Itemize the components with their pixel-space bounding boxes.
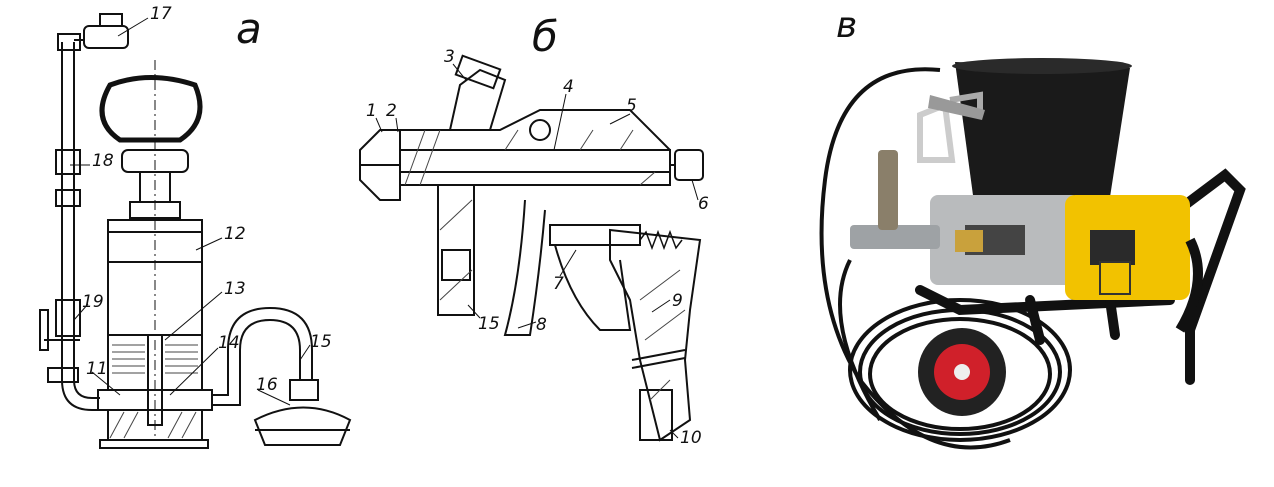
callout-18: 18: [92, 151, 114, 171]
sprayer-unit-illustration: [819, 58, 1246, 450]
power-cable: [1175, 237, 1203, 333]
panel-a-hand-pump-drawing: а 17 18 12 13 14 15 19 11 16: [0, 0, 400, 487]
hopper-bucket: [955, 62, 1130, 210]
callout-16: 16: [256, 375, 278, 395]
motor-switch-box: [1090, 230, 1135, 265]
callout-3: 3: [444, 47, 455, 67]
hose-coil: [819, 67, 1072, 450]
cart-frame: [915, 168, 1246, 385]
callout-10: 10: [680, 428, 702, 448]
callout-9: 9: [672, 291, 683, 311]
panel-c-sprayer-photo: в: [770, 0, 1274, 487]
pressure-valve: [878, 150, 898, 230]
panel-a-label: а: [236, 4, 262, 53]
callout-4: 4: [563, 77, 574, 97]
callout-15b: 15: [478, 314, 500, 334]
callout-11: 11: [86, 359, 108, 379]
callout-15: 15: [310, 332, 332, 352]
panel-b-label: б: [532, 12, 558, 61]
callout-17: 17: [150, 4, 172, 24]
hand-pump-drawing: [39, 13, 352, 449]
outlet-manifold: [850, 225, 940, 249]
panel-b-spray-gun-drawing: б 3 4 5 1 2 6 7 15 8 9 10: [340, 0, 760, 487]
panel-c-label: в: [836, 5, 858, 46]
brass-fitting: [955, 230, 983, 252]
callout-19: 19: [82, 292, 104, 312]
spray-gun-drawing: [359, 54, 704, 442]
callout-2: 2: [386, 101, 397, 121]
callout-6: 6: [698, 194, 709, 214]
callout-14: 14: [218, 333, 240, 353]
callout-7: 7: [553, 274, 564, 294]
callout-12: 12: [224, 224, 246, 244]
wheel: [918, 328, 1006, 416]
callout-13: 13: [224, 279, 246, 299]
callout-8: 8: [536, 315, 547, 335]
hopper-rim: [952, 58, 1132, 74]
callout-1: 1: [366, 101, 377, 121]
callout-5: 5: [626, 96, 637, 116]
